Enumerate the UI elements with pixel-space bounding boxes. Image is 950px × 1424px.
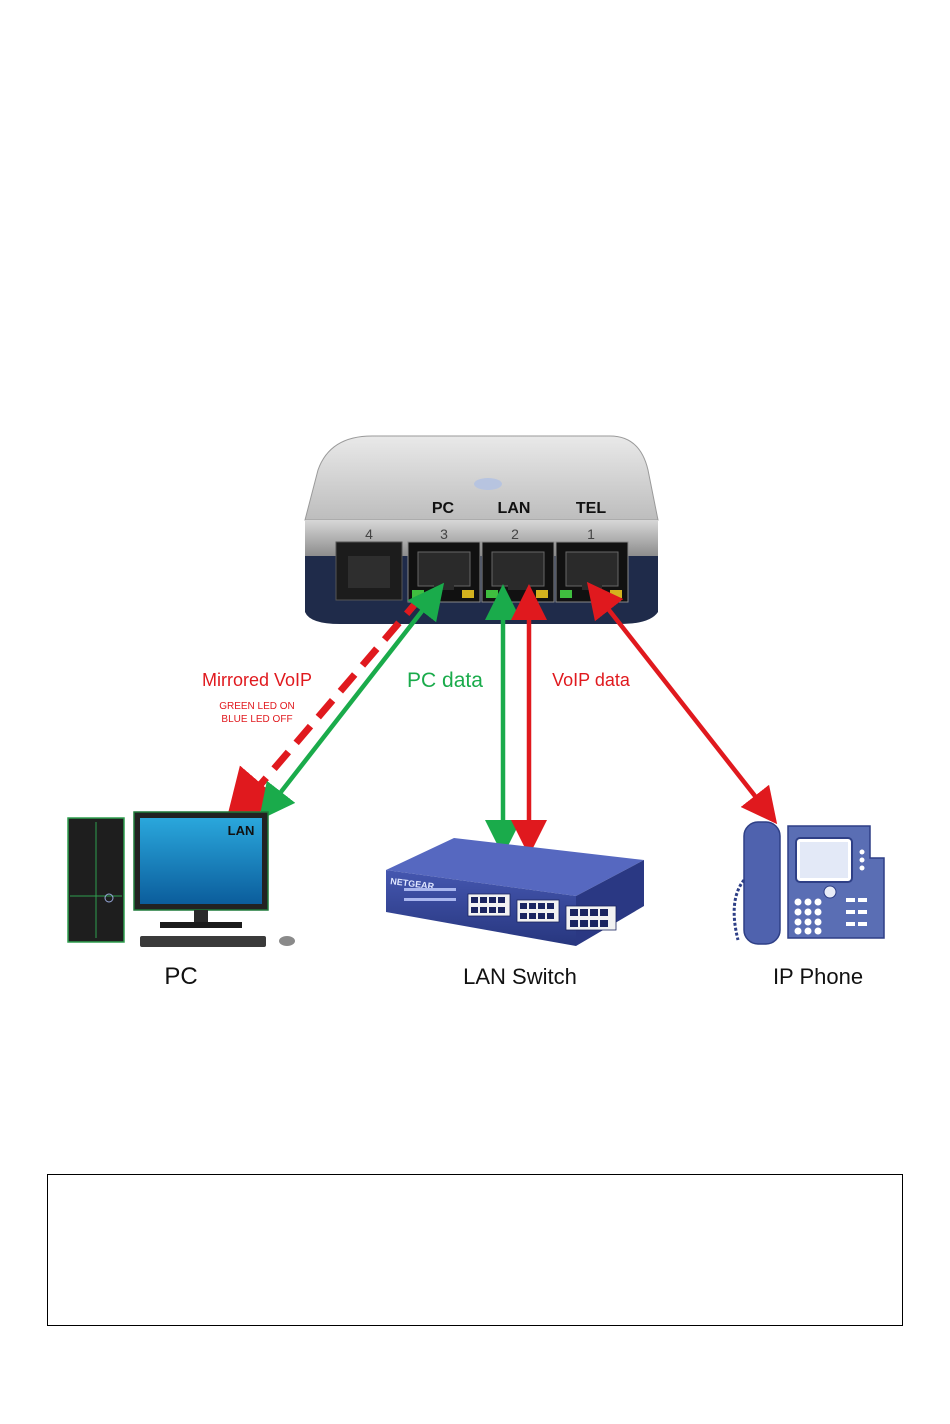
phone-handset xyxy=(744,822,780,944)
yellow-led-icon xyxy=(462,590,474,598)
port-1-tel xyxy=(556,542,628,602)
led-status-line1: GREEN LED ON xyxy=(219,701,295,712)
keyboard-icon xyxy=(140,936,266,947)
pc-data-label: PC data xyxy=(407,669,483,692)
ip-phone-label: IP Phone xyxy=(773,964,863,989)
ip-phone-icon xyxy=(734,822,884,944)
port-label-pc: PC xyxy=(432,500,455,517)
yellow-led-icon xyxy=(610,590,622,598)
logo-icon xyxy=(474,478,502,490)
note-box xyxy=(47,1174,903,1326)
pc-label: PC xyxy=(164,963,197,990)
mirrored-voip-label: Mirrored VoIP xyxy=(202,670,312,690)
lan-switch-label: LAN Switch xyxy=(463,964,577,989)
port-label-lan: LAN xyxy=(498,500,531,517)
port-number-2: 2 xyxy=(511,526,519,542)
mouse-icon xyxy=(279,936,295,946)
green-led-icon xyxy=(486,590,498,598)
port-number-1: 1 xyxy=(587,526,595,542)
network-tap-device: PC LAN TEL 4 3 2 1 xyxy=(305,436,658,624)
port-2-lan xyxy=(482,542,554,602)
led-status-line2: BLUE LED OFF xyxy=(221,714,292,725)
port-number-3: 3 xyxy=(440,526,448,542)
yellow-led-icon xyxy=(536,590,548,598)
lan-switch-icon: NETGEAR xyxy=(386,838,644,946)
port-3-pc xyxy=(408,542,480,602)
voip-data-arrow xyxy=(598,596,766,810)
pc-computer-icon: LAN xyxy=(68,812,295,947)
monitor-lan-label: LAN xyxy=(228,823,255,838)
port-number-4: 4 xyxy=(365,526,373,542)
voip-data-label: VoIP data xyxy=(552,670,631,690)
green-led-icon xyxy=(560,590,572,598)
port-label-tel: TEL xyxy=(576,500,606,517)
